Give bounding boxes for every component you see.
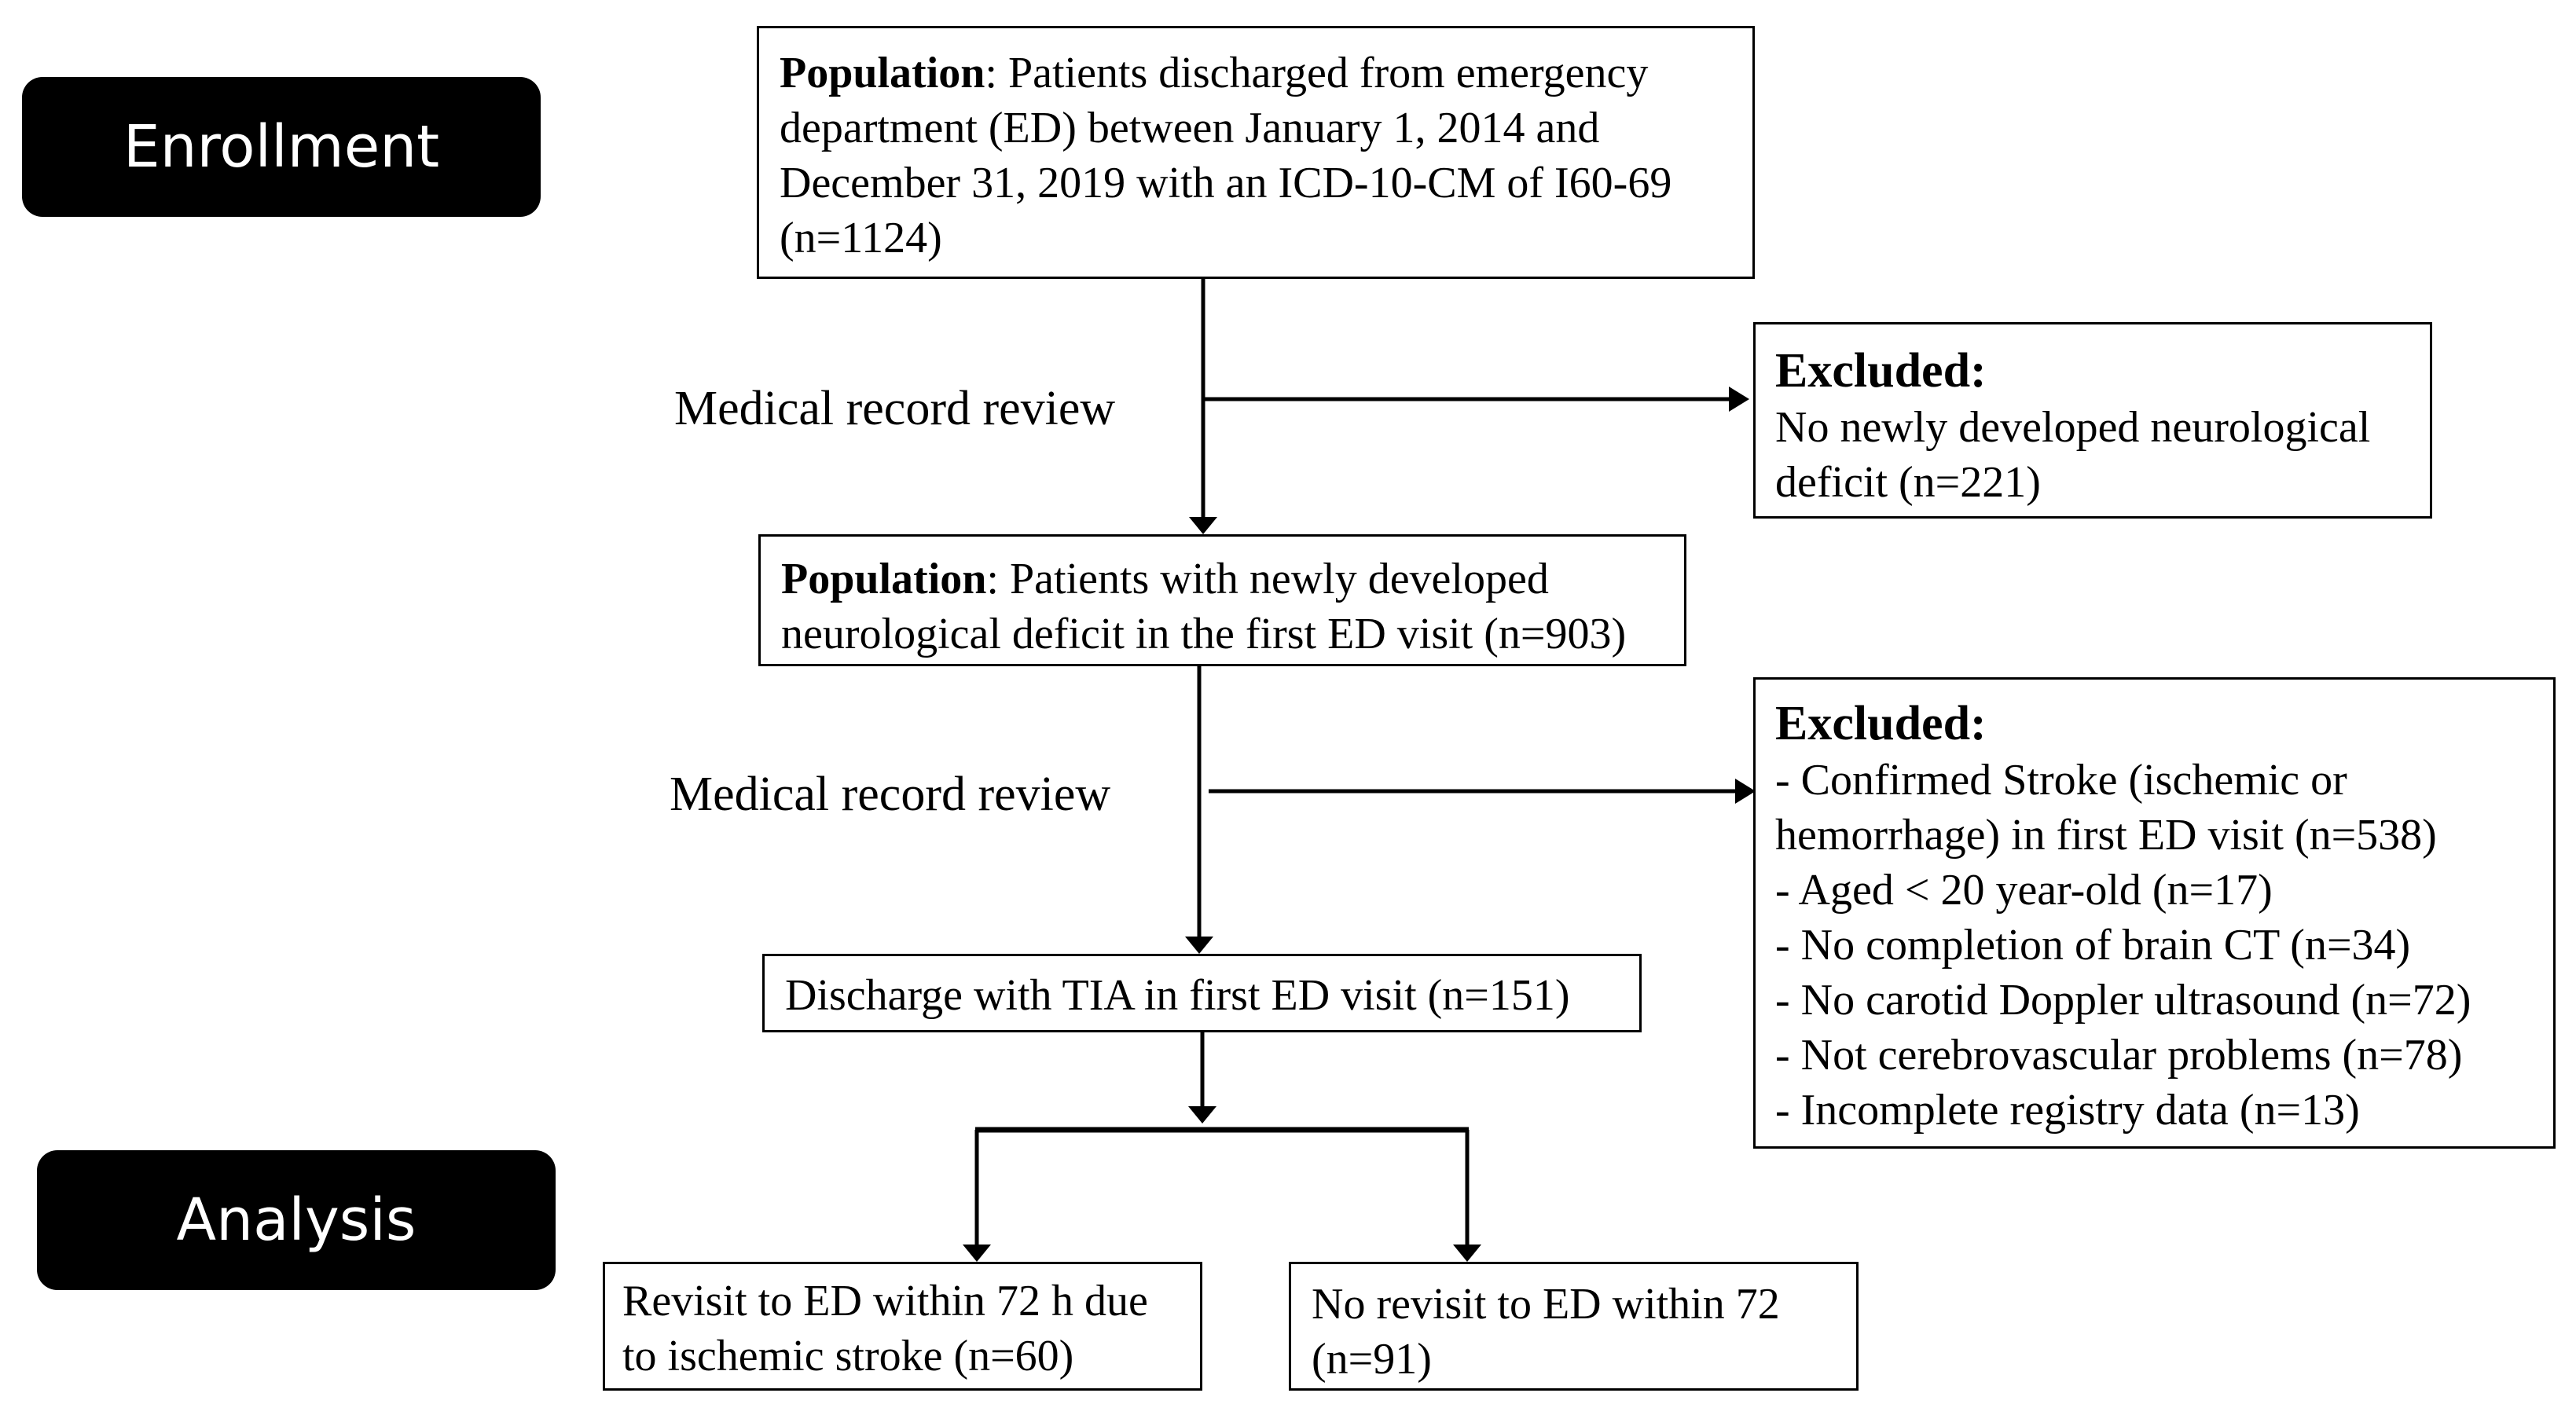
excluded1-heading: Excluded: [1775, 344, 1987, 398]
population2-box: Population: Patients with newly develope… [758, 534, 1686, 666]
excluded2-line-4: - No completion of brain CT (n=34) [1775, 921, 2411, 970]
excluded2-line-5: - No carotid Doppler ultrasound (n=72) [1775, 976, 2471, 1025]
excluded2-line-7: - Incomplete registry data (n=13) [1775, 1086, 2360, 1135]
arrowhead-split [1188, 1106, 1216, 1124]
revisit-outcome-box: Revisit to ED within 72 h due to ischemi… [603, 1262, 1202, 1391]
arrowhead-excluded1 [1729, 387, 1749, 412]
medical-record-review-label-1: Medical record review [674, 382, 1116, 435]
excluded2-line-2: hemorrhage) in first ED visit (n=538) [1775, 811, 2437, 860]
excluded2-line-6: - Not cerebrovascular problems (n=78) [1775, 1031, 2463, 1080]
excluded1-box: Excluded: No newly developed neurologica… [1753, 322, 2432, 519]
no-revisit-line-1: No revisit to ED within 72 [1312, 1280, 1780, 1329]
excluded2-line-3: - Aged < 20 year-old (n=17) [1775, 866, 2273, 915]
population2-head: Population [781, 555, 987, 603]
arrowhead-discharge [1185, 937, 1213, 954]
population1-line-2: department (ED) between January 1, 2014 … [780, 104, 1600, 152]
excluded1-line-2: deficit (n=221) [1775, 458, 2041, 507]
discharge-box: Discharge with TIA in first ED visit (n=… [762, 954, 1642, 1032]
excluded2-box: Excluded: - Confirmed Stroke (ischemic o… [1753, 677, 2556, 1149]
stage-enrollment-label: Enrollment [22, 77, 541, 217]
population1-box: Population: Patients discharged from eme… [757, 26, 1755, 279]
population1-head: Population [780, 49, 985, 97]
arrowhead-excluded2 [1735, 779, 1756, 804]
population2-line-1: Population: Patients with newly develope… [781, 552, 1684, 607]
no-revisit-outcome-box: No revisit to ED within 72 (n=91) [1289, 1262, 1859, 1391]
revisit-line-2: to ischemic stroke (n=60) [622, 1332, 1074, 1380]
excluded2-heading: Excluded: [1775, 697, 1987, 750]
population1-line-4: (n=1124) [780, 214, 942, 262]
arrowhead-revisit [963, 1245, 991, 1262]
revisit-line-1: Revisit to ED within 72 h due [622, 1277, 1148, 1325]
population1-line-1: Population: Patients discharged from eme… [780, 46, 1752, 101]
population1-line-3: December 31, 2019 with an ICD-10-CM of I… [780, 159, 1672, 207]
excluded2-line-1: - Confirmed Stroke (ischemic or [1775, 756, 2347, 805]
arrowhead-population2 [1189, 517, 1217, 534]
no-revisit-line-2: (n=91) [1312, 1335, 1432, 1384]
population2-line-2: neurological deficit in the first ED vis… [781, 610, 1627, 658]
excluded1-line-1: No newly developed neurological [1775, 403, 2371, 452]
population1-text-1: : Patients discharged from emergency [985, 49, 1649, 97]
arrowhead-no-revisit [1453, 1245, 1481, 1262]
medical-record-review-label-2: Medical record review [670, 768, 1111, 821]
population2-text-1: : Patients with newly developed [986, 555, 1549, 603]
stage-analysis-label: Analysis [37, 1150, 556, 1290]
discharge-text: Discharge with TIA in first ED visit (n=… [785, 971, 1570, 1020]
